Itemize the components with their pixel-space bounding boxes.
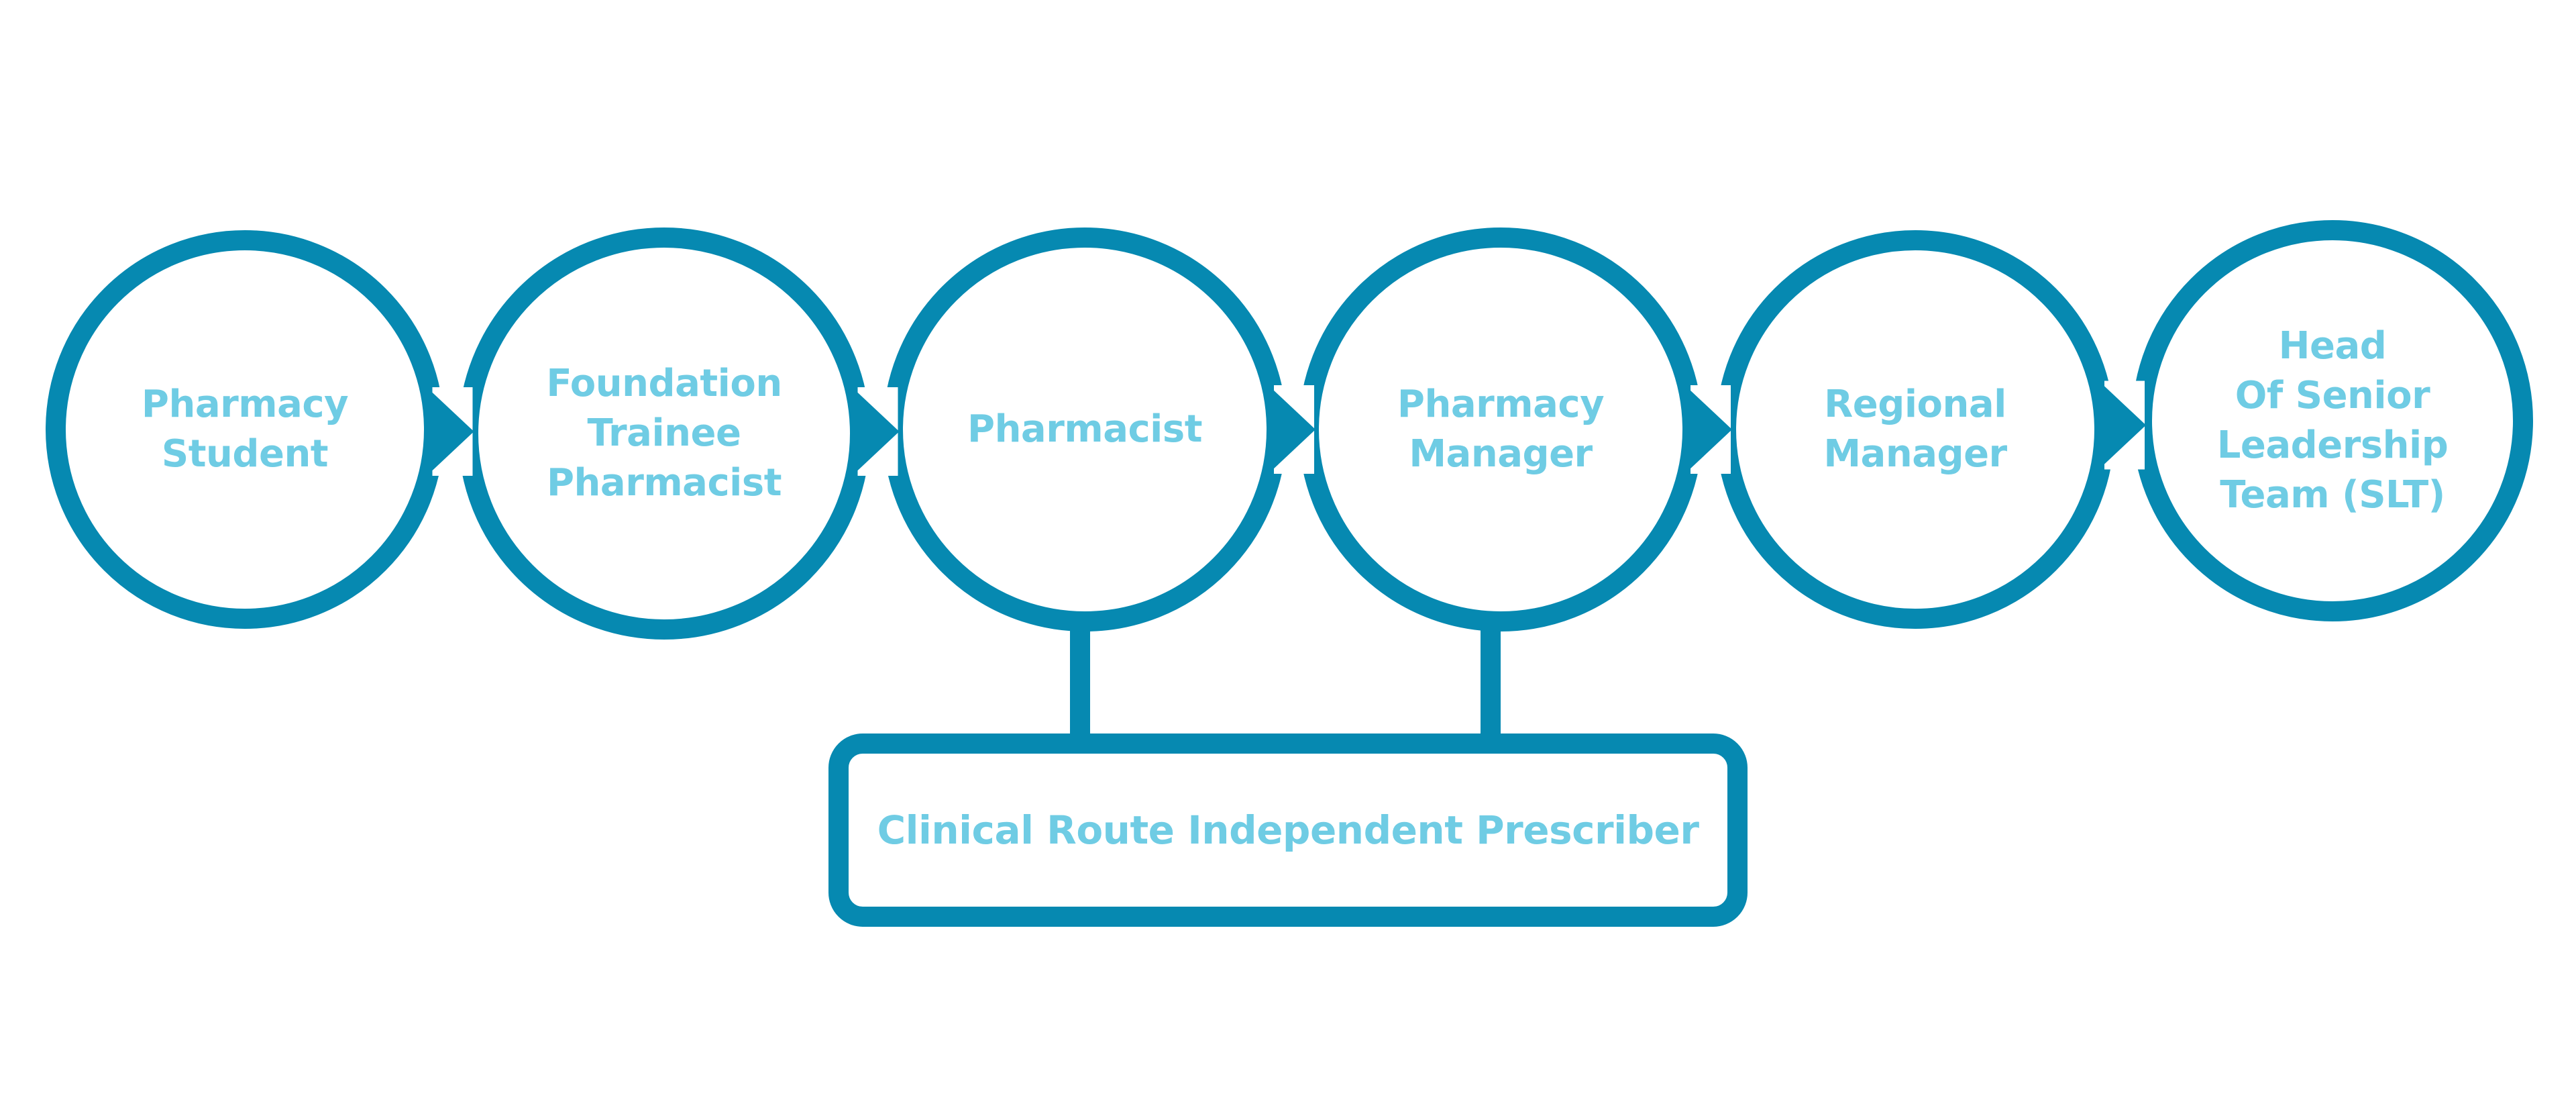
step-label-line: Foundation [546,362,782,405]
step-label-line: Regional [1824,383,2006,426]
step-label-line: Student [161,432,329,476]
step-label-line: Pharmacy [1397,383,1605,426]
arrow-icon-1 [431,391,474,472]
arrow-icon-4 [1689,389,1732,470]
step-label-line: Pharmacist [967,407,1202,451]
step-label-line: Pharmacy [141,383,349,426]
step-label-line: Head [2278,324,2387,368]
step-label-pharmacist: Pharmacist [967,405,1202,454]
step-label-line: Trainee [587,411,741,455]
step-label-line: Pharmacist [547,461,782,505]
step-label-line: Team (SLT) [2220,473,2445,517]
step-label-line: Of Senior [2235,374,2430,417]
arrow-icon-2 [856,391,900,472]
arrow-icon-5 [2103,385,2146,466]
step-label-line: Manager [1409,432,1593,476]
arrow-icon-3 [1273,389,1316,470]
step-label-line: Manager [1823,432,2007,476]
clinical-route-box [828,734,1748,927]
step-label-line: Leadership [2216,423,2449,467]
clinical-route-label: Clinical Route Independent Prescriber [877,807,1699,853]
